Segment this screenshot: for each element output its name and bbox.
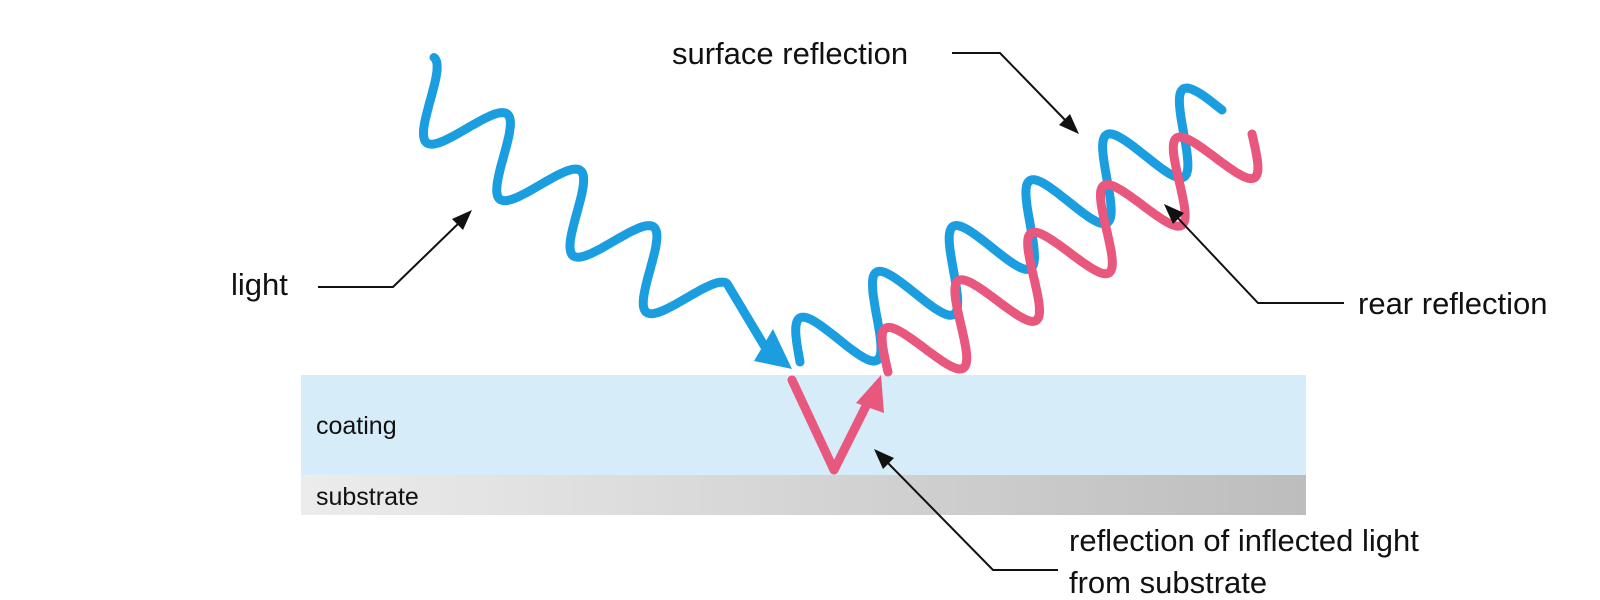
inflected-light-path — [787, 375, 874, 475]
rear-reflection-leader-line — [1174, 214, 1344, 304]
substrate-label: substrate — [316, 483, 419, 511]
coating-label: coating — [316, 412, 397, 440]
surface-reflection-label: surface reflection — [672, 36, 908, 71]
rear-reflection-leader-arrowhead — [1164, 204, 1184, 224]
light-leader-arrowhead — [452, 210, 472, 230]
substrate-layer — [301, 475, 1306, 515]
coating-layer — [301, 375, 1306, 475]
surface-reflection-leader-line — [952, 52, 1069, 124]
incoming-light-arrowhead — [754, 329, 792, 369]
surface-reflection-leader-arrowhead — [1059, 114, 1079, 134]
inflected-light-arrowhead — [856, 375, 884, 413]
light-label: light — [231, 267, 288, 302]
inflected-reflection-leader-line — [884, 459, 1058, 571]
surface-reflection-wave — [791, 83, 1227, 367]
rear-reflection-label: rear reflection — [1358, 286, 1548, 321]
inflected-reflection-leader-arrowhead — [874, 449, 894, 469]
incoming-light-wave — [419, 53, 770, 352]
inflected-reflection-label-line2: from substrate — [1069, 565, 1267, 600]
inflected-reflection-label-line1: reflection of inflected light — [1069, 523, 1419, 558]
light-leader-line — [318, 220, 462, 288]
rear-reflection-wave — [877, 129, 1263, 377]
